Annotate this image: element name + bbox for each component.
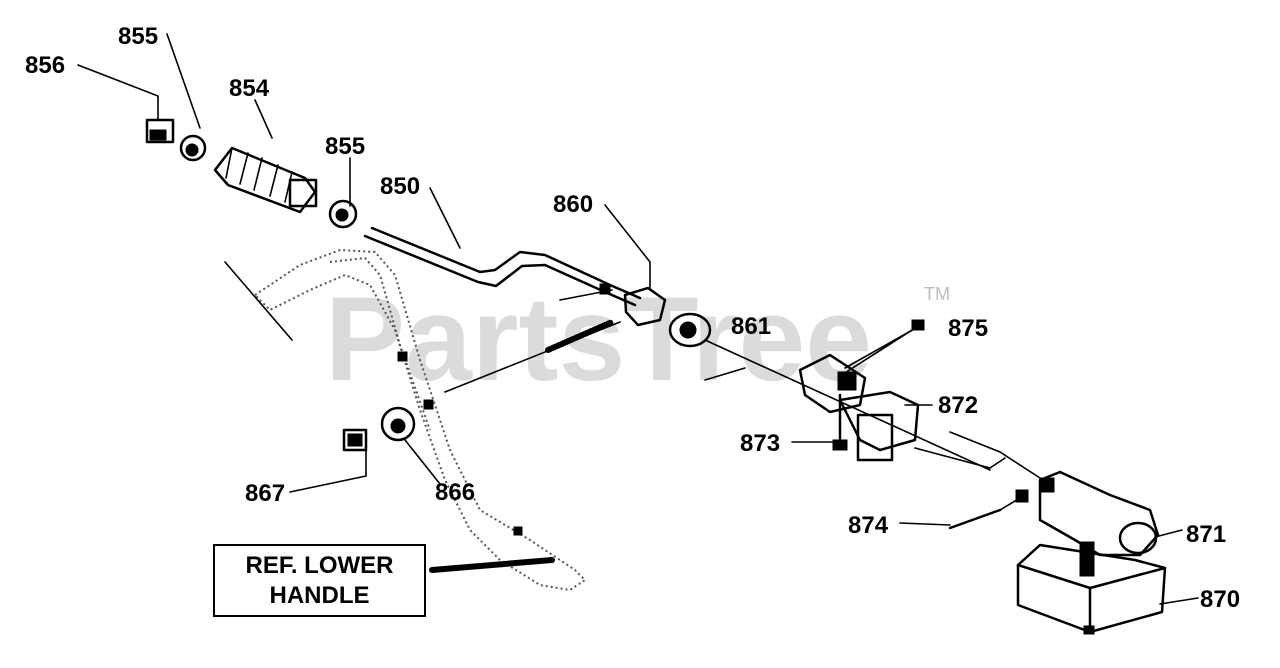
- cable: [949, 431, 1041, 479]
- reference-lower-handle-box: REF. LOWER HANDLE: [213, 544, 426, 617]
- part-860-bracket: [559, 283, 667, 327]
- lower-handle: [224, 248, 587, 592]
- callout-866: 866: [435, 479, 475, 506]
- part-866-washer: [380, 406, 416, 442]
- callout-875: 875: [948, 315, 988, 342]
- callout-870: 870: [1200, 586, 1240, 613]
- handle-hole-dot: [397, 351, 408, 362]
- callout-856: 856: [25, 52, 65, 79]
- part-861-nut: [668, 312, 712, 348]
- callout-873: 873: [740, 430, 780, 457]
- watermark-text: PartsTree: [325, 272, 872, 406]
- leader-lines: [77, 33, 1199, 605]
- part-874-screw: [948, 489, 1029, 530]
- threaded-rod: [444, 319, 621, 393]
- callout-855-second: 855: [325, 133, 365, 160]
- part-870-base: [1016, 541, 1167, 635]
- callout-871: 871: [1186, 521, 1226, 548]
- part-855-washer-2: [328, 199, 358, 229]
- part-872-bracket-assembly: [798, 319, 925, 462]
- watermark-trademark: TM: [924, 284, 950, 304]
- part-855-washer: [179, 134, 207, 162]
- callout-854: 854: [229, 75, 270, 102]
- callout-872: 872: [938, 392, 978, 419]
- center-axis-line: [704, 339, 991, 471]
- cable-end: [914, 447, 1006, 469]
- reference-box-line2: HANDLE: [269, 581, 370, 609]
- callout-860: 860: [553, 191, 593, 218]
- callout-850: 850: [380, 173, 420, 200]
- part-856-nut: [145, 118, 175, 144]
- part-854-spring: [213, 146, 318, 214]
- part-867-nut: [342, 428, 368, 452]
- handle-hole-dot: [423, 399, 434, 410]
- axis-tick: [704, 367, 746, 381]
- callout-867: 867: [245, 480, 285, 507]
- callout-874: 874: [848, 512, 889, 539]
- reference-box-line1: REF. LOWER: [245, 551, 394, 579]
- handle-hole-dot: [513, 526, 523, 536]
- callout-855: 855: [118, 23, 158, 50]
- callout-861: 861: [731, 313, 771, 340]
- part-871-housing: [1038, 470, 1160, 557]
